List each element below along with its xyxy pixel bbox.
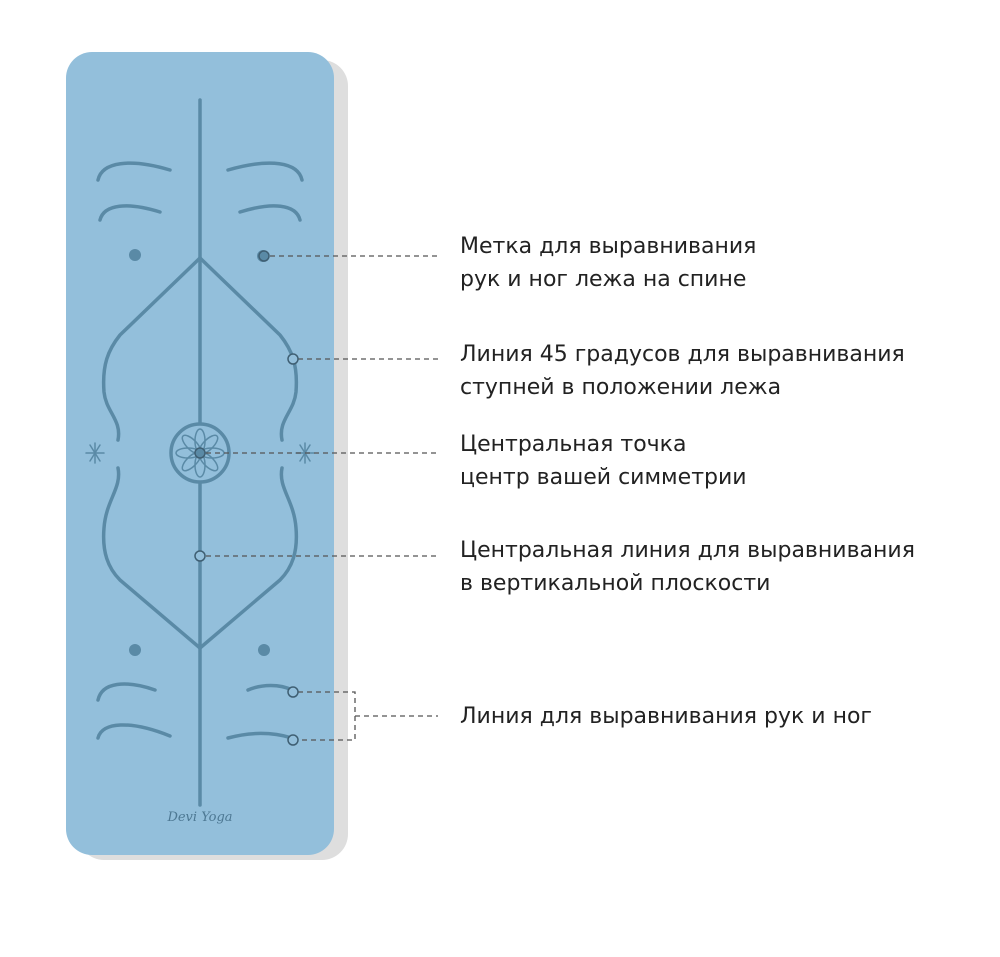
wave-mark bbox=[238, 204, 302, 222]
callout-hand-foot-supine: Метка для выравнивания рук и ног лежа на… bbox=[460, 230, 990, 296]
callout-line: центр вашей симметрии bbox=[460, 465, 747, 490]
callout-center-point: Центральная точка центр вашей симметрии bbox=[460, 428, 990, 494]
wave-mark bbox=[96, 682, 157, 702]
callout-line: Центральная точка bbox=[460, 432, 687, 457]
wave-mark bbox=[96, 161, 172, 182]
callout-hand-foot-line: Линия для выравнивания рук и ног bbox=[460, 700, 990, 733]
alignment-dot bbox=[129, 644, 141, 656]
callout-line: ступней в положении лежа bbox=[460, 375, 782, 400]
wave-mark bbox=[226, 731, 294, 740]
leader-lines bbox=[206, 255, 438, 741]
callout-line: Линия для выравнивания рук и ног bbox=[460, 704, 872, 729]
alignment-dot bbox=[129, 249, 141, 261]
leader-endpoint bbox=[287, 353, 299, 365]
degree-45-outline bbox=[101, 256, 202, 442]
brand-logo: Devi Yoga bbox=[167, 810, 233, 825]
callout-line: Линия 45 градусов для выравнивания bbox=[460, 342, 905, 367]
alignment-dot bbox=[258, 644, 270, 656]
leader-endpoint bbox=[194, 447, 206, 459]
callout-45-degree-line: Линия 45 градусов для выравнивания ступн… bbox=[460, 338, 990, 404]
sparkle-icon bbox=[85, 442, 105, 464]
leader-endpoint bbox=[287, 686, 299, 698]
callout-line: Метка для выравнивания bbox=[460, 234, 757, 259]
degree-45-outline bbox=[198, 466, 299, 650]
callout-center-line: Центральная линия для выравнивания в вер… bbox=[460, 534, 990, 600]
wave-mark bbox=[96, 723, 172, 740]
callout-line: Центральная линия для выравнивания bbox=[460, 538, 915, 563]
callout-line: рук и ног лежа на спине bbox=[460, 267, 747, 292]
wave-mark bbox=[226, 161, 304, 182]
callout-line: в вертикальной плоскости bbox=[460, 571, 771, 596]
leader-endpoint bbox=[287, 734, 299, 746]
leader-endpoint bbox=[194, 550, 206, 562]
degree-45-outline bbox=[101, 466, 202, 650]
leader-endpoint bbox=[258, 250, 270, 262]
degree-45-outline bbox=[198, 256, 299, 442]
wave-mark bbox=[98, 204, 162, 222]
